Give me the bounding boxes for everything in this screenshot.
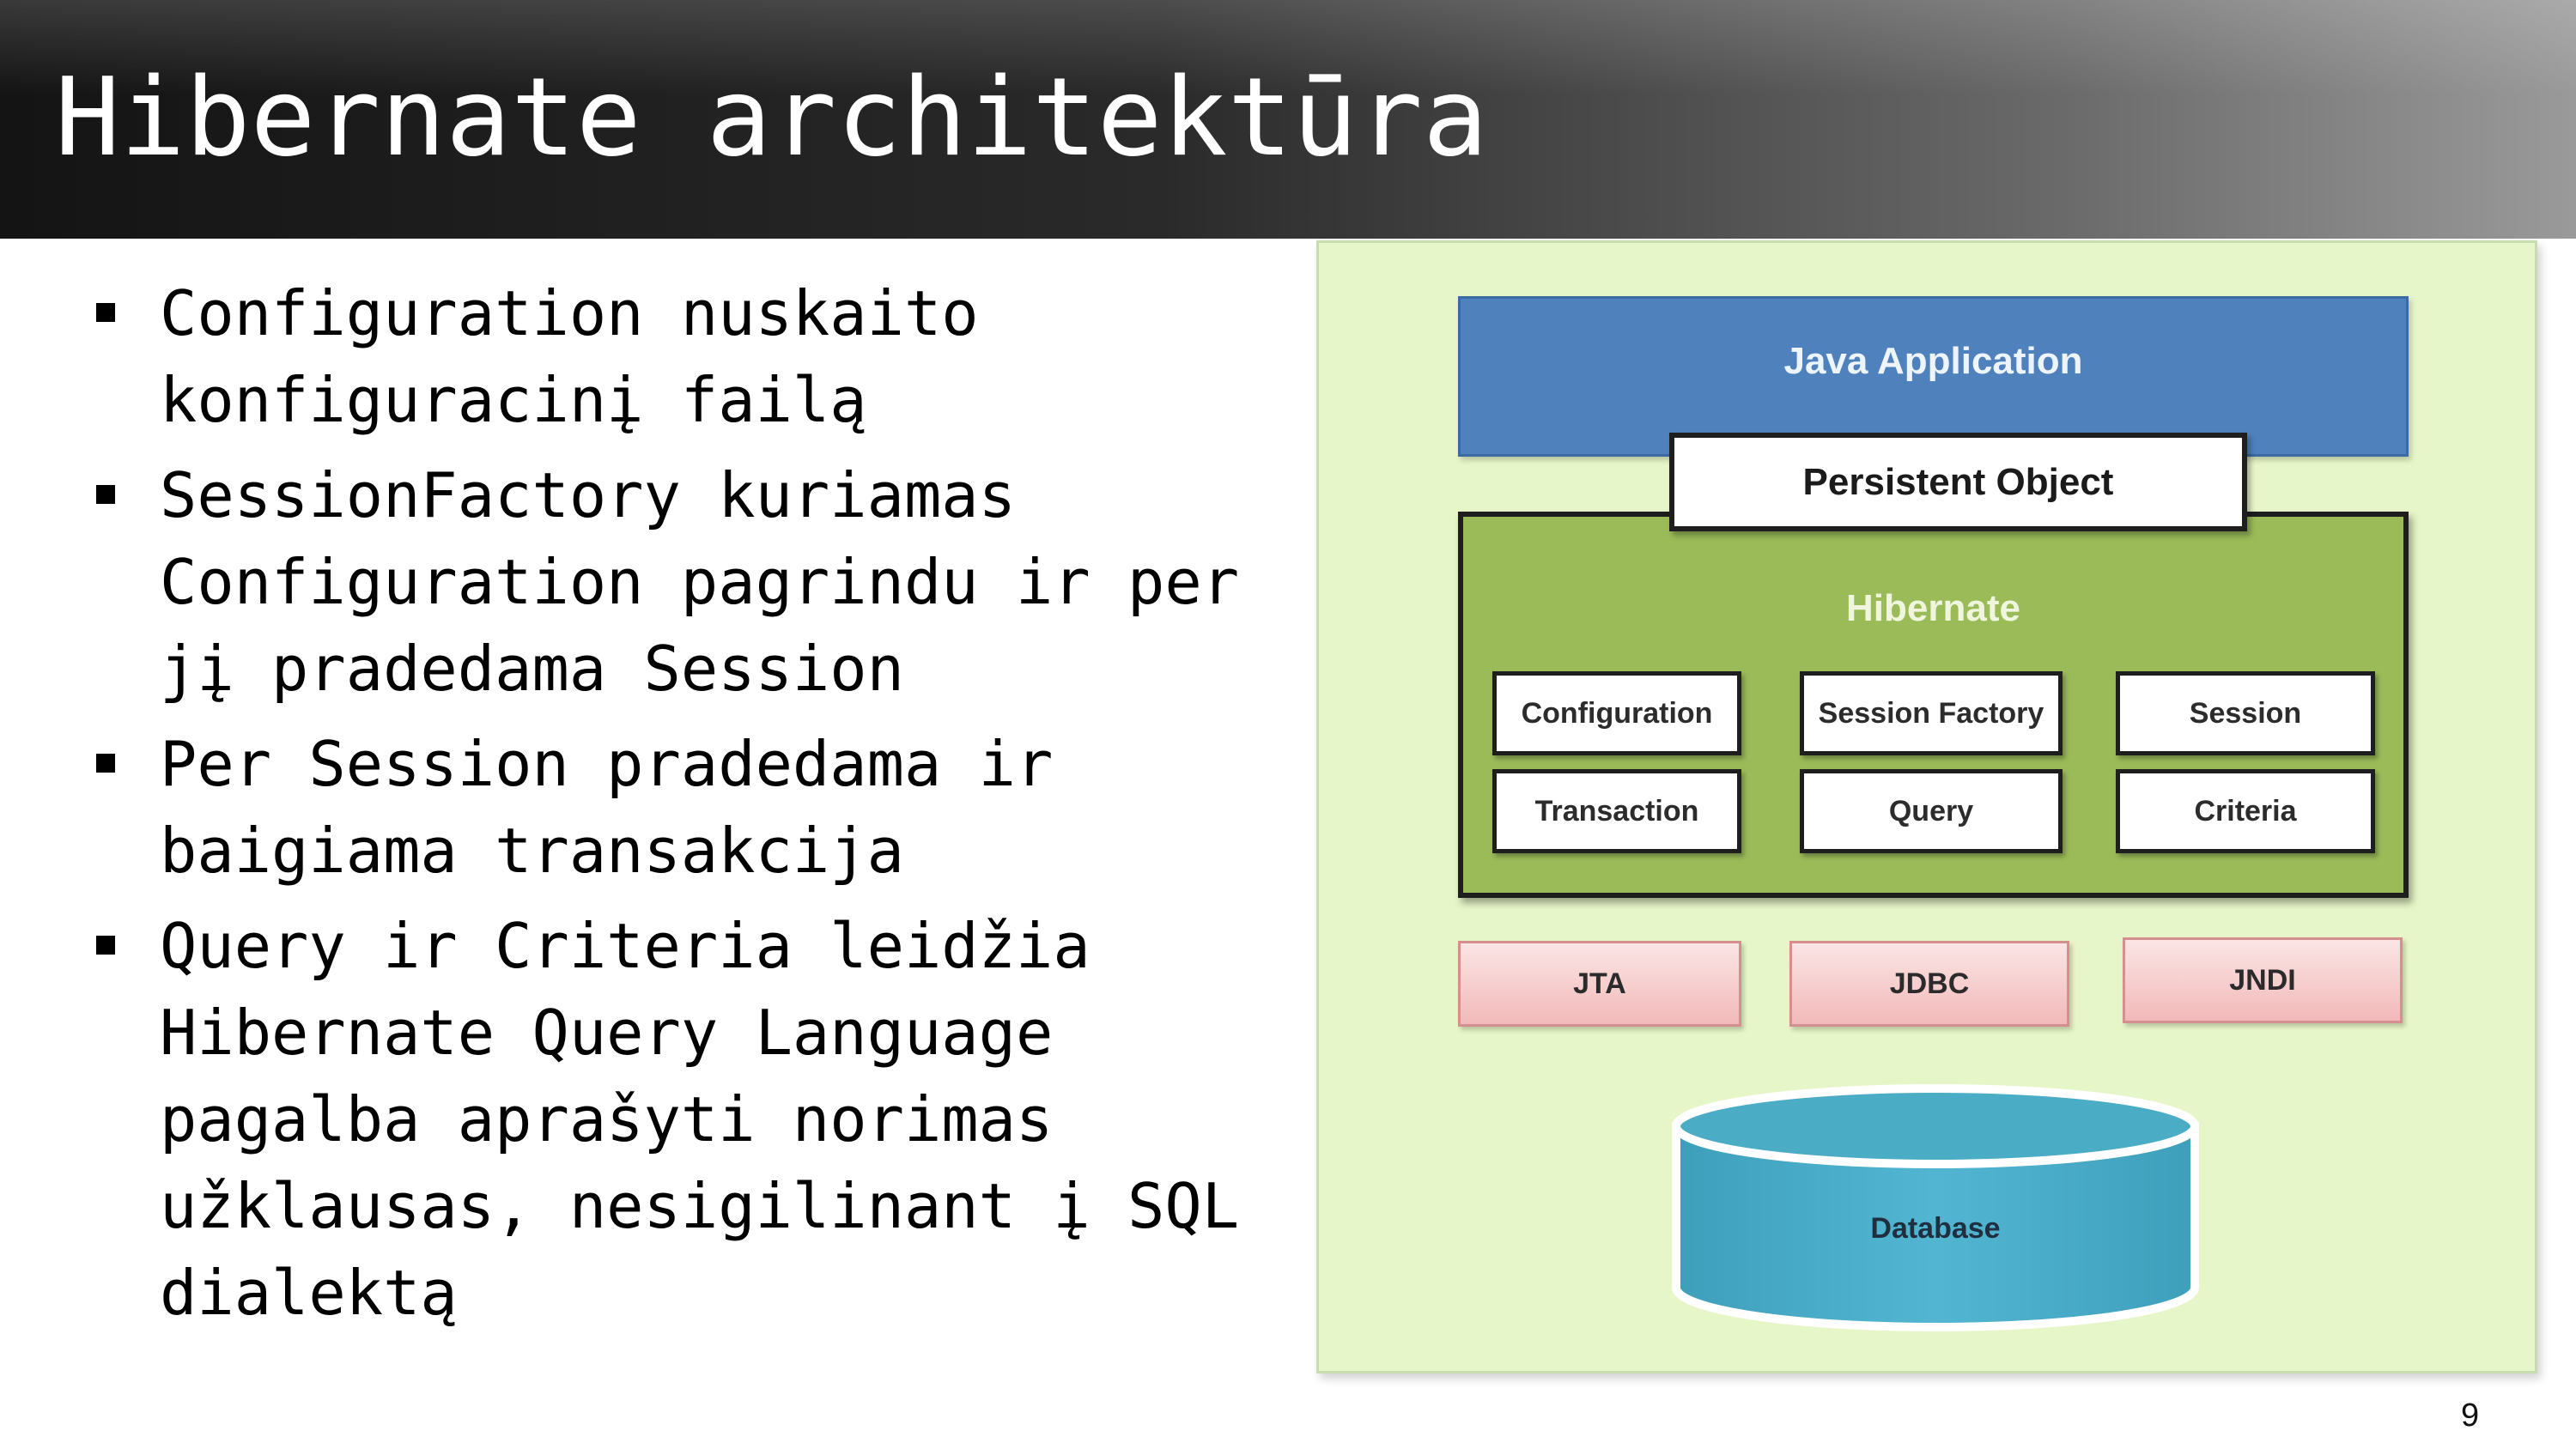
component-session: Session <box>2116 671 2375 755</box>
square-bullet-icon <box>96 303 115 322</box>
square-bullet-icon <box>96 754 115 773</box>
service-jndi: JNDI <box>2123 937 2403 1023</box>
bullet-item: Query ir Criteria leidžia Hibernate Quer… <box>86 903 1288 1337</box>
java-application-layer: Java Application <box>1458 296 2409 457</box>
component-configuration: Configuration <box>1492 671 1741 755</box>
component-transaction: Transaction <box>1492 769 1741 853</box>
service-jta: JTA <box>1458 941 1741 1027</box>
bullet-item: Per Session pradedama ir baigiama transa… <box>86 721 1288 894</box>
slide-title: Hibernate architektūra <box>55 54 1488 180</box>
database-icon <box>1672 1084 2199 1331</box>
bullet-list: Configuration nuskaito konfiguracinį fai… <box>86 270 1288 1345</box>
square-bullet-icon <box>96 485 115 504</box>
square-bullet-icon <box>96 936 115 955</box>
title-bar: Hibernate architektūra <box>0 0 2576 239</box>
bullet-text: Per Session pradedama ir baigiama transa… <box>160 728 1054 887</box>
service-jdbc: JDBC <box>1789 941 2069 1027</box>
bullet-text: Query ir Criteria leidžia Hibernate Quer… <box>160 910 1240 1329</box>
bullet-item: SessionFactory kuriamas Configuration pa… <box>86 452 1288 712</box>
database-cylinder: Database <box>1669 1083 2202 1341</box>
bullet-text: Configuration nuskaito konfiguracinį fai… <box>160 277 979 436</box>
page-number: 9 <box>2461 1397 2480 1434</box>
persistent-object-box: Persistent Object <box>1669 433 2247 531</box>
component-query: Query <box>1800 769 2063 853</box>
component-session-factory: Session Factory <box>1800 671 2063 755</box>
database-label: Database <box>1870 1212 2001 1245</box>
bullet-item: Configuration nuskaito konfiguracinį fai… <box>86 270 1288 444</box>
component-criteria: Criteria <box>2116 769 2375 853</box>
bullet-text: SessionFactory kuriamas Configuration pa… <box>160 459 1240 705</box>
